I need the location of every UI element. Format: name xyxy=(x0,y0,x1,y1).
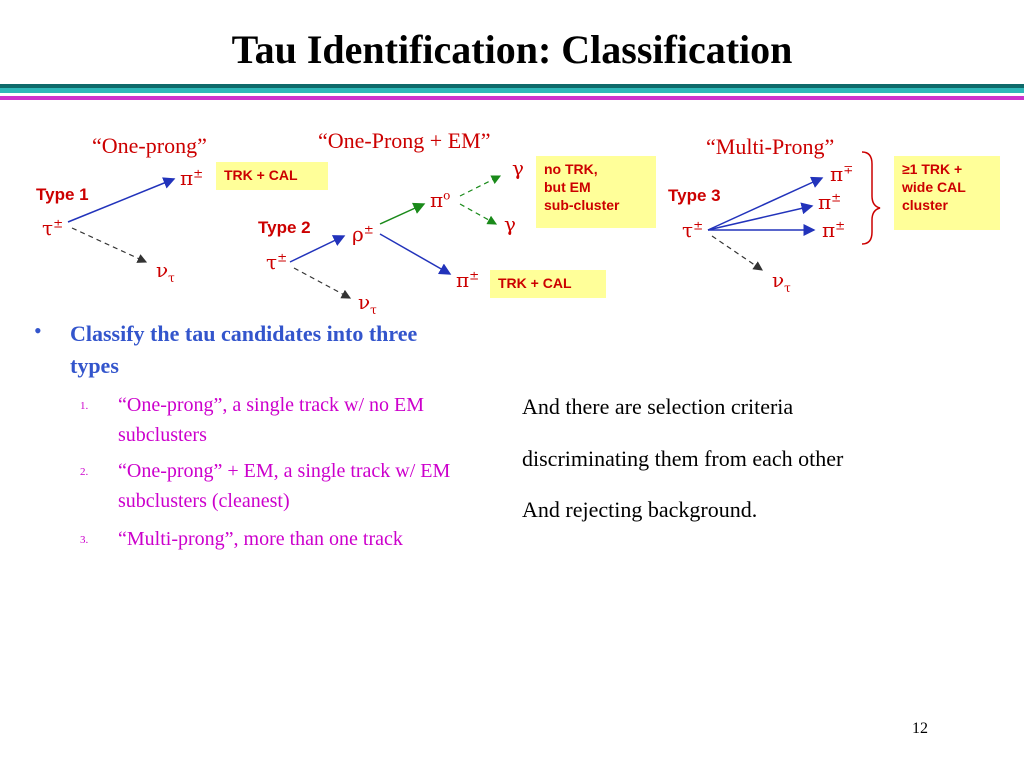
type1-nu-arrow xyxy=(71,227,148,263)
bullet-main-text: Classify the tau candidates into three t… xyxy=(70,321,418,378)
sub-item-1: “One-prong”, a single track w/ no EM sub… xyxy=(118,394,425,446)
sub-item-2: “One-prong” + EM, a single track w/ EM s… xyxy=(118,460,451,512)
type1-pi: π± xyxy=(180,166,204,190)
sub-item-1-number: 1. xyxy=(80,400,89,412)
title-bar-magenta xyxy=(0,96,1024,100)
type2-gamma1-arrow xyxy=(459,175,502,197)
type3-pi2: π± xyxy=(818,190,842,214)
type2-pi0: πo xyxy=(430,188,451,212)
type3-pi1-arrow xyxy=(707,176,824,231)
sub-item-3-number: 3. xyxy=(80,534,89,546)
type2-pi-arrow xyxy=(379,233,452,275)
type2-nu-arrow xyxy=(293,267,352,299)
slide-title: Tau Identification: Classification xyxy=(231,27,793,72)
type3-pi1: π∓ xyxy=(830,162,854,186)
one-prong-em-label: “One-Prong + EM” xyxy=(318,128,491,153)
type2-pi: π± xyxy=(456,268,480,292)
multi-prong-label: “Multi-Prong” xyxy=(706,134,835,159)
sub-item-2-number: 2. xyxy=(80,466,89,478)
no-trk-box: no TRK, but EM sub-cluster xyxy=(536,156,656,228)
title-bar-teal xyxy=(0,88,1024,93)
type3-pi2-arrow xyxy=(707,202,814,231)
trk-cal-box-1: TRK + CAL xyxy=(216,162,328,190)
type2-pi0-arrow xyxy=(379,202,426,225)
multi-prong-brace xyxy=(861,151,881,245)
type1-nu: ντ xyxy=(156,258,175,285)
type2-gamma1: γ xyxy=(512,156,524,180)
type3-nu-arrow xyxy=(711,235,763,271)
title-bar-dark xyxy=(0,84,1024,88)
type3-nu: ντ xyxy=(772,268,791,295)
trk-cal-box-2: TRK + CAL xyxy=(490,270,606,298)
sub-item-3: “Multi-prong”, more than one track xyxy=(118,528,403,550)
type2-gamma2: γ xyxy=(504,212,516,236)
type2-nu: ντ xyxy=(358,290,377,317)
type2-label: Type 2 xyxy=(258,218,311,237)
right-text-line-1: And there are selection criteria xyxy=(522,394,794,419)
right-text-line-2: discriminating them from each other xyxy=(522,446,844,471)
type3-label: Type 3 xyxy=(668,186,721,205)
page-number: 12 xyxy=(912,720,928,737)
type1-label: Type 1 xyxy=(36,185,89,204)
multi-trk-box: ≥1 TRK + wide CAL cluster xyxy=(894,156,1000,230)
type2-tau: τ± xyxy=(266,250,288,274)
one-prong-label: “One-prong” xyxy=(92,133,207,158)
type2-gamma2-arrow xyxy=(459,203,498,225)
right-text-line-3: And rejecting background. xyxy=(522,497,758,522)
bullet-dot: • xyxy=(34,318,42,343)
decay-diagram xyxy=(67,151,881,299)
type2-rho: ρ± xyxy=(352,222,374,246)
type2-rho-arrow xyxy=(289,235,346,263)
type3-pi3: π± xyxy=(822,218,846,242)
type3-tau: τ± xyxy=(682,218,704,242)
type1-tau: τ± xyxy=(42,216,64,240)
type1-pi-arrow xyxy=(67,177,176,223)
